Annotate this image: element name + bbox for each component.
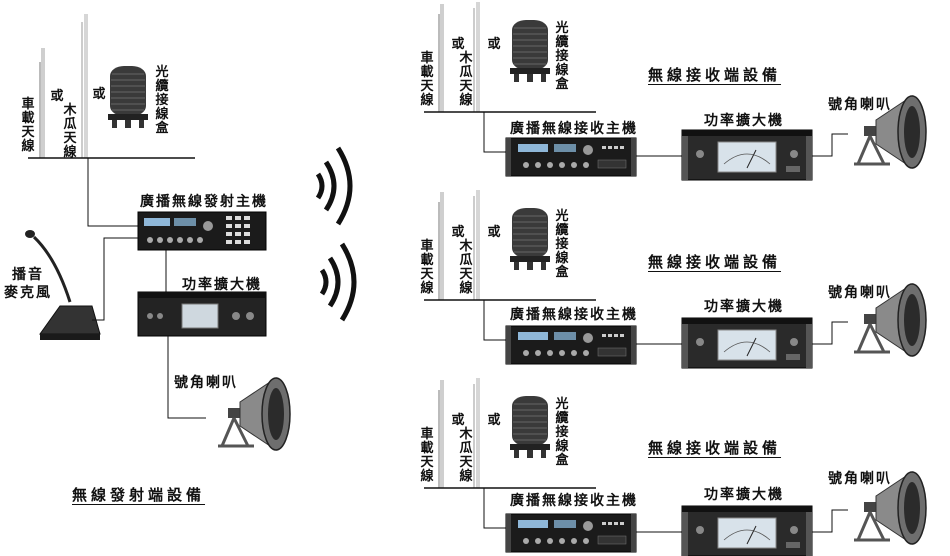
horn-label: 號角喇叭 bbox=[828, 471, 892, 487]
horn-label: 號角喇叭 bbox=[828, 285, 892, 301]
radio-waves-icon bbox=[315, 146, 357, 322]
transmitter-amplifier-icon bbox=[137, 291, 267, 337]
or-label: 或 bbox=[451, 225, 465, 240]
fiber-enclosure-icon bbox=[107, 65, 149, 129]
fiber-box-label: 光纜接線盒 bbox=[555, 209, 569, 280]
yagi-antenna-label: 木瓜天線 bbox=[459, 427, 473, 484]
receiver-host-icon bbox=[505, 137, 637, 177]
receiver-host-label: 廣播無線接收主機 bbox=[510, 493, 638, 509]
vehicle-antenna-label: 車載天線 bbox=[420, 427, 434, 484]
horn-label: 號角喇叭 bbox=[828, 97, 892, 113]
or-label: 或 bbox=[92, 87, 106, 102]
microphone-icon bbox=[25, 230, 101, 340]
or-label: 或 bbox=[50, 89, 64, 104]
yagi-antenna-label: 木瓜天線 bbox=[459, 239, 473, 296]
or-label: 或 bbox=[487, 225, 501, 240]
receiver-group-2 bbox=[424, 190, 928, 369]
receiver-group-1 bbox=[424, 2, 928, 181]
vehicle-antenna-label: 車載天線 bbox=[420, 239, 434, 296]
or-label: 或 bbox=[451, 413, 465, 428]
transmitter-title: 無線發射端設備 bbox=[72, 486, 206, 504]
microphone-label: 播音 bbox=[12, 267, 44, 283]
vehicle-antenna-label: 車載天線 bbox=[21, 97, 35, 154]
or-label: 或 bbox=[487, 37, 501, 52]
or-label: 或 bbox=[487, 413, 501, 428]
receiver-title: 無線接收端設備 bbox=[648, 66, 782, 84]
transmitter-host-icon bbox=[137, 211, 267, 251]
transmitter-amp-label: 功率擴大機 bbox=[182, 277, 262, 293]
yagi-antenna-label: 木瓜天線 bbox=[63, 103, 77, 160]
receiver-host-label: 廣播無線接收主機 bbox=[510, 307, 638, 323]
fiber-box-label: 光纜接線盒 bbox=[555, 21, 569, 92]
horn-label: 號角喇叭 bbox=[174, 375, 238, 391]
fiber-box-label: 光纜接線盒 bbox=[155, 65, 169, 136]
fiber-box-label: 光纜接線盒 bbox=[555, 397, 569, 468]
yagi-antenna-label: 木瓜天線 bbox=[459, 51, 473, 108]
microphone-label: 麥克風 bbox=[4, 285, 52, 301]
receiver-amp-label: 功率擴大機 bbox=[704, 113, 784, 129]
receiver-title: 無線接收端設備 bbox=[648, 253, 782, 271]
or-label: 或 bbox=[451, 37, 465, 52]
vehicle-antenna-label: 車載天線 bbox=[420, 51, 434, 108]
receiver-host-label: 廣播無線接收主機 bbox=[510, 121, 638, 137]
receiver-group-3 bbox=[424, 378, 928, 556]
transmitter-host-label: 廣播無線發射主機 bbox=[140, 194, 268, 210]
receiver-amplifier-icon bbox=[681, 129, 813, 181]
receiver-title: 無線接收端設備 bbox=[648, 439, 782, 457]
fiber-enclosure-icon bbox=[509, 19, 551, 83]
receiver-amp-label: 功率擴大機 bbox=[704, 299, 784, 315]
receiver-amp-label: 功率擴大機 bbox=[704, 487, 784, 503]
